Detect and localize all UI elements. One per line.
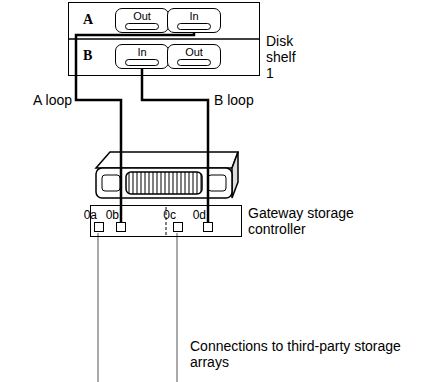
connector-socket — [177, 23, 211, 30]
loop-label: B loop — [213, 92, 255, 108]
row-letter: A — [83, 12, 93, 28]
port-id: 0b — [106, 209, 119, 222]
port-jack: 0a — [94, 222, 104, 232]
port-box: Out — [115, 8, 169, 33]
unit-title: Disk shelf 1 — [266, 33, 296, 81]
port-box: In — [115, 44, 169, 69]
port-id: 0a — [84, 209, 97, 222]
leader-line — [97, 233, 99, 382]
unit-title: Gateway storage controller — [248, 205, 398, 237]
loop-label: A loop — [32, 92, 73, 108]
row-letter: B — [83, 48, 92, 64]
leader-line — [176, 233, 178, 382]
loop-cable — [142, 69, 208, 222]
controller-chassis — [96, 152, 238, 198]
port-jack: 0b — [116, 222, 126, 232]
connector-socket — [177, 59, 211, 66]
port-id: 0c — [163, 209, 176, 222]
port-box: Out — [167, 44, 221, 69]
callout-text: Connections to third-party storage array… — [190, 338, 430, 370]
port-panel: Gateway storage controller0a0b0c0d — [90, 205, 242, 237]
port-jack: 0c — [173, 222, 183, 232]
connector-socket — [125, 59, 159, 66]
port-id: 0d — [193, 209, 206, 222]
row-divider — [68, 38, 260, 40]
port-label: Out — [168, 45, 220, 58]
port-label: In — [116, 45, 168, 58]
disk-shelf: Disk shelf 1OutInInOut — [68, 2, 260, 76]
port-label: Out — [116, 9, 168, 22]
port-label: In — [168, 9, 220, 22]
port-jack: 0d — [203, 222, 213, 232]
port-box: In — [167, 8, 221, 33]
connector-socket — [125, 23, 159, 30]
